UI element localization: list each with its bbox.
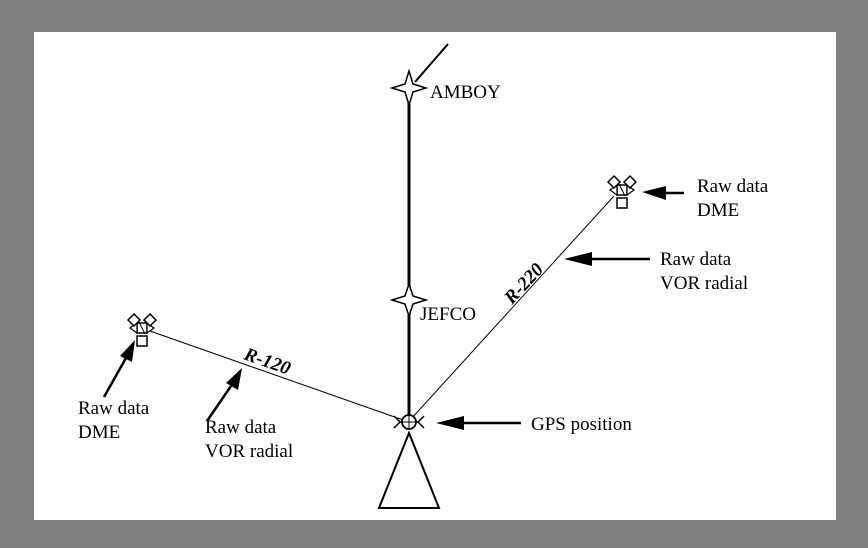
right-vor-dme-icon bbox=[606, 174, 638, 209]
left-dme-label-line1: Raw data bbox=[78, 398, 150, 419]
right-vor-label-line2: VOR radial bbox=[660, 273, 748, 294]
right-dme-label-line2: DME bbox=[697, 200, 739, 221]
right-dme-arrow-icon bbox=[642, 186, 684, 200]
right-dme-label-line1: Raw data bbox=[697, 176, 769, 197]
radial-line-left bbox=[149, 330, 407, 422]
outbound-leg bbox=[414, 43, 449, 83]
gps-arrow-icon bbox=[436, 416, 521, 430]
gps-position-label: GPS position bbox=[531, 414, 632, 435]
left-vor-label-line2: VOR radial bbox=[205, 441, 293, 462]
right-vor-label-line1: Raw data bbox=[660, 249, 732, 270]
aircraft-triangle bbox=[377, 430, 441, 509]
diagram-panel bbox=[34, 32, 836, 520]
radial-label-left: R-120 bbox=[240, 344, 293, 380]
amboy-label: AMBOY bbox=[430, 82, 501, 103]
radial-label-right: R-220 bbox=[500, 259, 549, 309]
left-dme-arrow-icon bbox=[102, 340, 135, 398]
left-dme-label-line2: DME bbox=[78, 422, 120, 443]
amboy-waypoint-icon bbox=[389, 68, 429, 108]
right-vor-arrow-icon bbox=[564, 252, 650, 266]
radial-line-right bbox=[410, 195, 615, 420]
left-vor-label-line1: Raw data bbox=[205, 417, 277, 438]
jefco-waypoint-icon bbox=[389, 281, 429, 319]
aircraft-icon bbox=[393, 414, 425, 430]
left-vor-dme-icon bbox=[126, 312, 158, 347]
jefco-label: JEFCO bbox=[420, 304, 476, 325]
left-vor-arrow-icon bbox=[205, 368, 242, 422]
